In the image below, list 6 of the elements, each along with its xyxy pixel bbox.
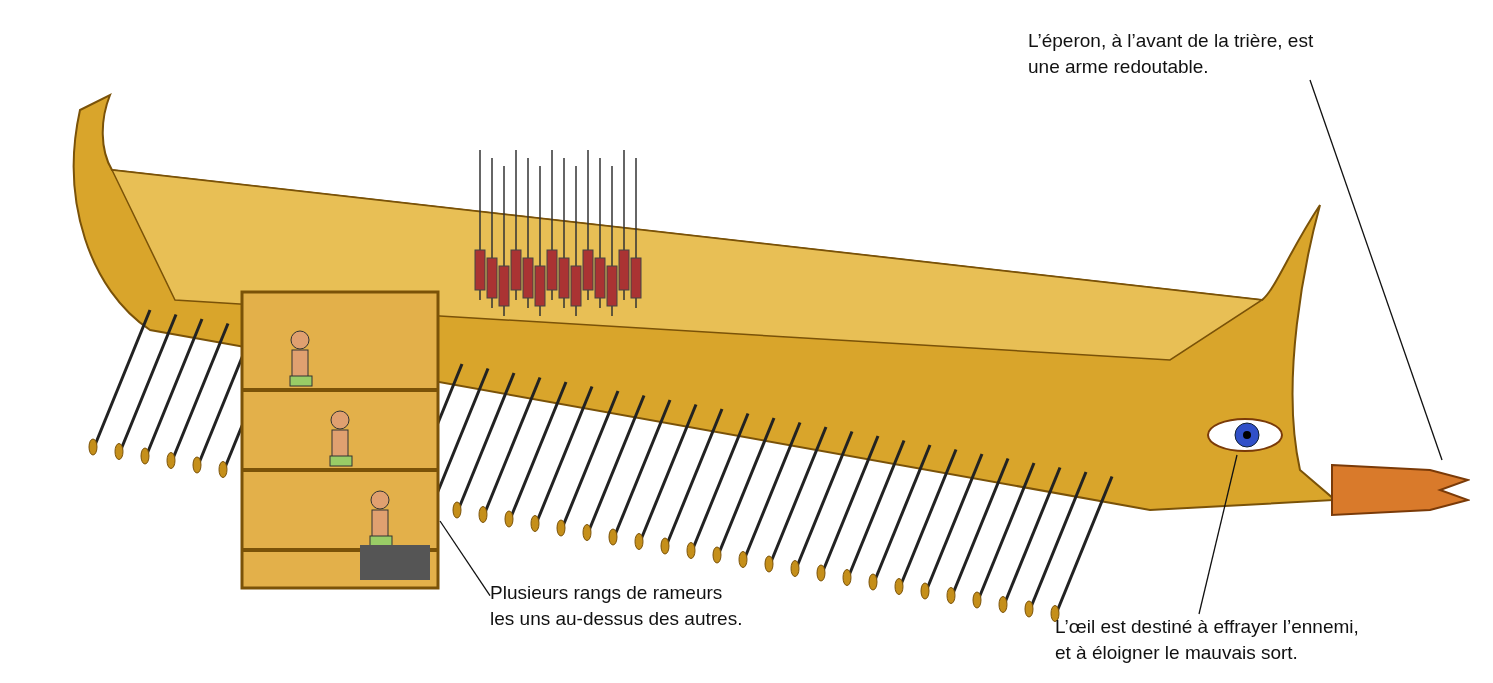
callout-text: L’éperon, à l’avant de la trière, est une arme redoutable. [1028,28,1328,80]
leader-line [1309,79,1443,461]
leader-line [439,520,491,597]
leader-line [1198,454,1238,615]
callout-text: Plusieurs rangs de rameurs les uns au-dessus des autres. [490,580,750,632]
callout-text: L’œil est destiné à effrayer l’ennemi, et à éloigner le mauvais sort. [1055,614,1375,666]
